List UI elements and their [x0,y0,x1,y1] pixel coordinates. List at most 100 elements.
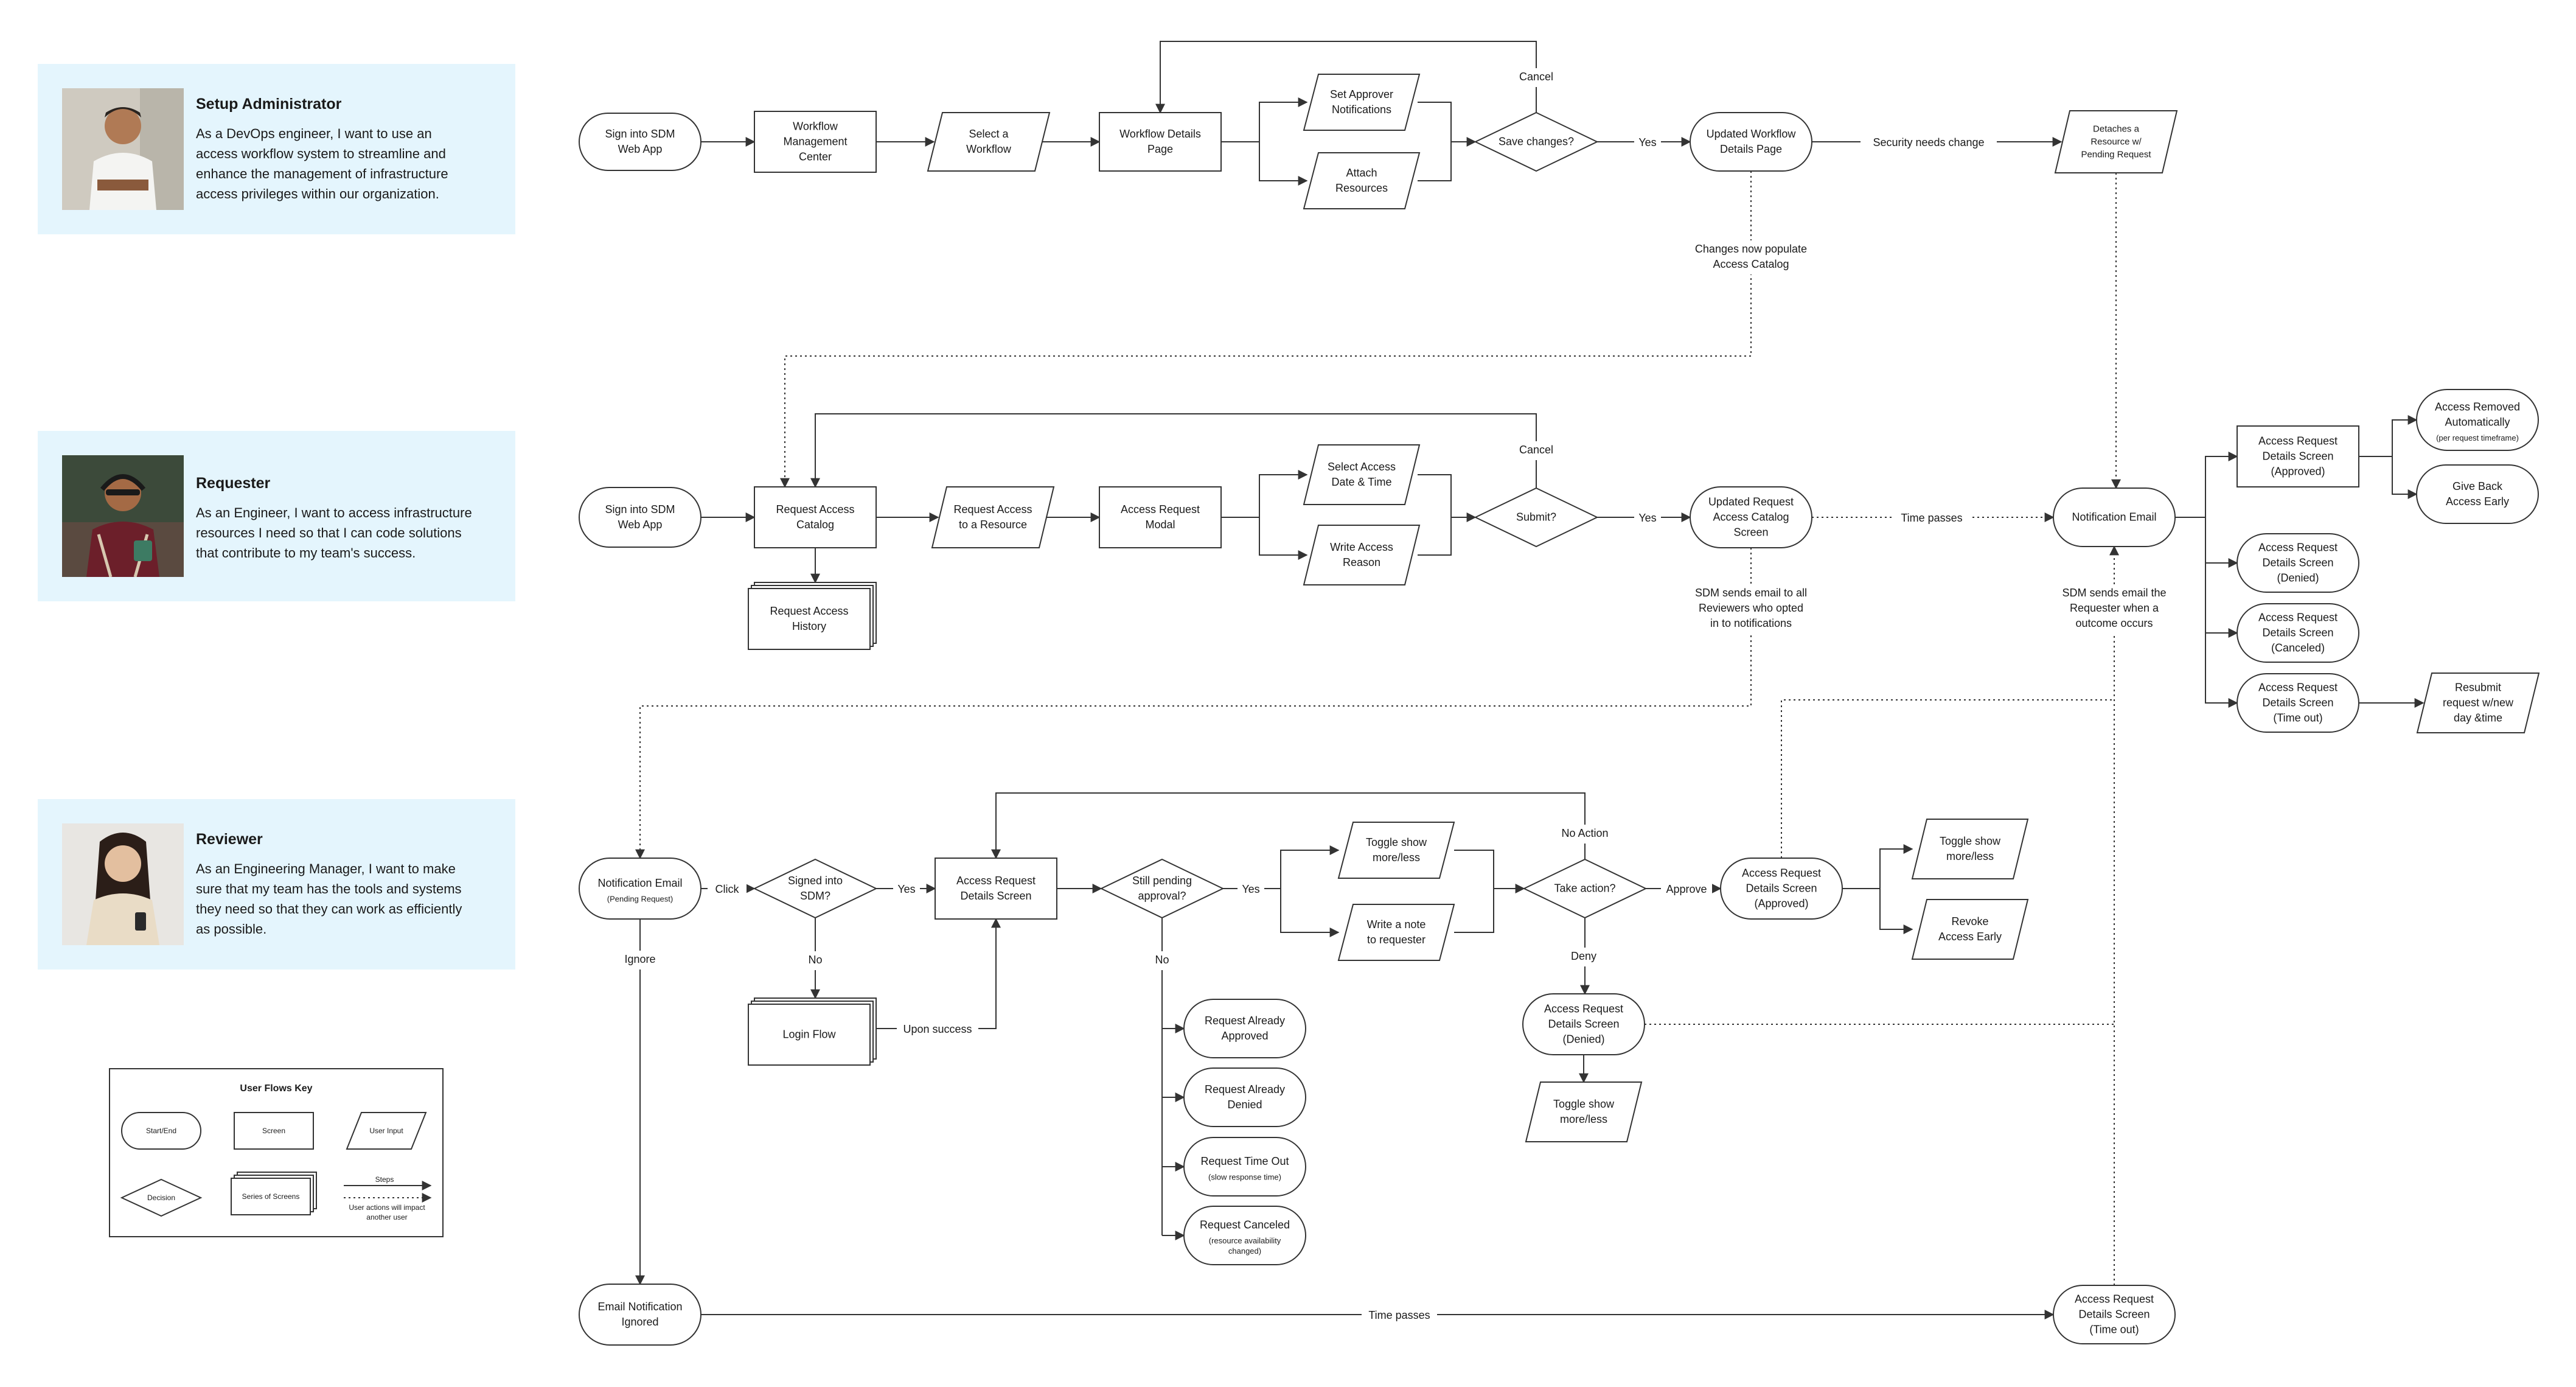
svg-text:Access Early: Access Early [2446,495,2509,508]
svg-text:Yes: Yes [897,883,915,895]
svg-text:Sign into SDM: Sign into SDM [605,503,675,515]
edge-label-deny: Deny [1567,948,1600,966]
node-v-timeout-req: Request Time Out(slow response time) [1183,1137,1306,1197]
svg-text:more/less: more/less [1946,850,1994,862]
svg-text:Web App: Web App [618,143,663,155]
edge [1259,142,1308,186]
node-v-toggle2: Toggle show more/less [1911,819,2029,879]
svg-text:Access Catalog: Access Catalog [1713,511,1789,523]
svg-text:Resubmit: Resubmit [2455,682,2501,694]
edge [2205,563,2238,638]
svg-text:Start/End: Start/End [146,1127,176,1135]
svg-text:SDM sends email the: SDM sends email the [2062,587,2166,599]
svg-text:SDM?: SDM? [800,890,830,902]
svg-text:Resource w/: Resource w/ [2090,137,2142,147]
edge [810,413,1537,488]
edge-label-click: Click [708,881,747,900]
svg-text:(Time out): (Time out) [2089,1324,2139,1336]
persona-title: Reviewer [196,831,263,848]
svg-text:Signed into: Signed into [788,875,843,887]
svg-text:Details Page: Details Page [1720,143,1782,155]
svg-text:Access Catalog: Access Catalog [1713,258,1789,270]
svg-text:Modal: Modal [1145,519,1175,531]
svg-text:Toggle show: Toggle show [1366,836,1427,848]
edge [1280,889,1340,937]
node-a-save: Save changes? [1474,111,1599,172]
svg-text:Access Request: Access Request [1544,1003,1623,1015]
svg-text:Details Screen: Details Screen [2262,627,2333,639]
svg-text:No: No [1155,954,1169,966]
svg-text:Security needs change: Security needs change [1873,136,1984,148]
persona-card-requester: Requester As an Engineer, I want to acce… [38,431,515,601]
svg-text:more/less: more/less [1373,851,1420,864]
svg-text:Screen: Screen [1733,526,1768,539]
node-v-action: Take action? [1522,858,1648,919]
svg-text:Approve: Approve [1666,883,1707,895]
svg-text:changed): changed) [1228,1246,1261,1256]
svg-text:User actions will impact: User actions will impact [349,1203,425,1212]
node-v-canceled-req: Request Canceled(resource availabilitych… [1183,1206,1306,1265]
svg-text:Details Screen: Details Screen [2262,697,2333,709]
edge [1879,889,1913,934]
svg-text:Reason: Reason [1343,556,1380,568]
edge [2392,456,2418,499]
legend-user-input: User Input [346,1112,427,1150]
svg-text:Write Access: Write Access [1330,541,1393,553]
svg-text:to requester: to requester [1367,934,1426,946]
svg-text:Access Request: Access Request [2075,1293,2154,1305]
svg-text:(slow response time): (slow response time) [1208,1172,1281,1181]
svg-text:Select a: Select a [969,128,1009,140]
svg-text:request w/new: request w/new [2443,697,2514,709]
persona-card-reviewer: Reviewer As an Engineering Manager, I wa… [38,799,515,970]
svg-text:Center: Center [799,151,832,163]
svg-text:(resource availability: (resource availability [1209,1236,1281,1245]
svg-text:Attach: Attach [1346,167,1377,179]
svg-text:No: No [808,954,822,966]
edge [1221,470,1308,518]
svg-text:(Canceled): (Canceled) [2271,642,2325,654]
edge [1842,844,1913,889]
svg-text:Toggle show: Toggle show [1940,835,2001,847]
svg-text:No Action: No Action [1561,827,1608,839]
edge-label-security: Security needs change [1861,134,1997,153]
svg-text:Submit?: Submit? [1516,511,1556,523]
svg-text:Details Screen: Details Screen [1746,882,1817,895]
svg-text:day &time: day &time [2454,712,2502,724]
svg-text:Access Request: Access Request [2258,435,2338,447]
svg-text:Yes: Yes [1638,136,1656,148]
svg-text:Access Removed: Access Removed [2435,401,2520,413]
svg-text:Details Screen: Details Screen [960,890,1031,902]
svg-text:Access Request: Access Request [1742,867,1821,879]
legend-start-end: Start/End [121,1112,201,1150]
svg-text:Workflow: Workflow [793,121,838,133]
svg-text:Save changes?: Save changes? [1499,136,1574,148]
edge-label-approve: Approve [1661,881,1712,900]
svg-text:Details Screen: Details Screen [2262,450,2333,463]
svg-text:Still pending: Still pending [1132,875,1192,887]
svg-text:Notifications: Notifications [1332,103,1391,116]
svg-text:Automatically: Automatically [2445,416,2510,428]
svg-text:Catalog: Catalog [796,519,834,531]
svg-text:Notification Email: Notification Email [597,877,682,889]
svg-text:Management: Management [783,136,847,148]
svg-text:(Approved): (Approved) [2271,466,2325,478]
svg-text:Updated Request: Updated Request [1708,496,1794,508]
svg-text:Set Approver: Set Approver [1330,88,1393,100]
svg-text:Write a note: Write a note [1367,918,1426,931]
svg-text:Notification Email: Notification Email [2072,511,2156,523]
